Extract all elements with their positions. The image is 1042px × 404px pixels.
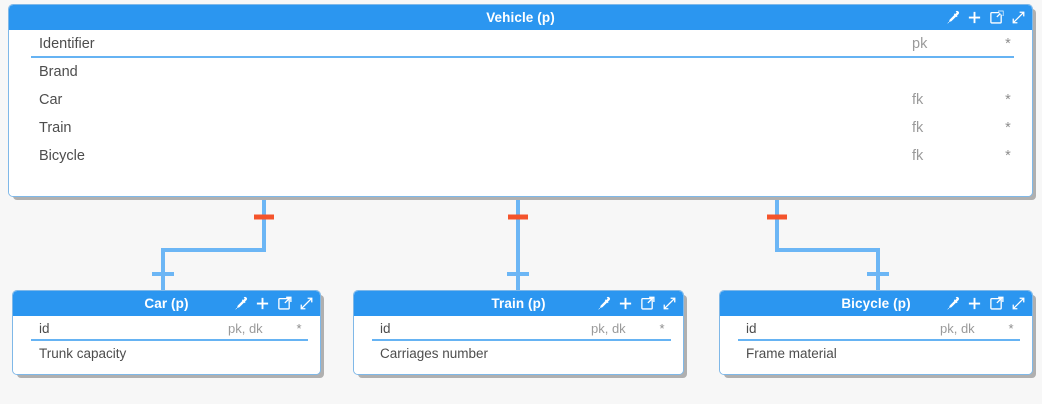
entity-train[interactable]: Train (p) <box>353 290 684 375</box>
entity-title-bicycle: Bicycle (p) <box>841 295 911 311</box>
entity-title-car: Car (p) <box>144 295 189 311</box>
expand-icon[interactable] <box>1011 296 1026 311</box>
entity-body-train: id pk, dk * Carriages number <box>354 316 683 374</box>
entity-header-train[interactable]: Train (p) <box>354 291 683 316</box>
plus-icon[interactable] <box>967 296 982 311</box>
attribute-row[interactable]: Carriages number <box>354 341 683 366</box>
plus-icon[interactable] <box>255 296 270 311</box>
eyedropper-icon[interactable] <box>945 10 960 25</box>
connector-vehicle-train[interactable] <box>507 197 529 292</box>
entity-header-bicycle[interactable]: Bicycle (p) <box>720 291 1032 316</box>
attribute-key: fk <box>912 92 924 108</box>
eyedropper-icon[interactable] <box>945 296 960 311</box>
entity-toolbar-bicycle <box>945 291 1026 316</box>
attribute-key: pk <box>912 36 928 52</box>
attribute-name: Brand <box>39 64 78 80</box>
entity-vehicle[interactable]: Vehicle (p) <box>8 4 1033 197</box>
expand-icon[interactable] <box>1011 10 1026 25</box>
entity-spacer <box>13 366 320 374</box>
eyedropper-icon[interactable] <box>596 296 611 311</box>
expand-icon[interactable] <box>662 296 677 311</box>
entity-title-train: Train (p) <box>491 295 546 311</box>
attribute-name: Trunk capacity <box>39 346 127 361</box>
attribute-mandatory: * <box>296 321 302 336</box>
entity-header-car[interactable]: Car (p) <box>13 291 320 316</box>
attribute-mandatory: * <box>1008 321 1014 336</box>
attribute-row[interactable]: Identifier pk * <box>9 30 1032 58</box>
entity-toolbar-car <box>233 291 314 316</box>
attribute-name: Identifier <box>39 36 95 52</box>
attribute-mandatory: * <box>1005 35 1011 52</box>
entity-body-car: id pk, dk * Trunk capacity <box>13 316 320 374</box>
eyedropper-icon[interactable] <box>233 296 248 311</box>
attribute-name: Carriages number <box>380 346 489 361</box>
attribute-row[interactable]: Frame material <box>720 341 1032 366</box>
attribute-mandatory: * <box>1005 147 1011 164</box>
attribute-mandatory: * <box>1005 119 1011 136</box>
attribute-name: Car <box>39 92 63 108</box>
attribute-row[interactable]: id pk, dk * <box>13 316 320 341</box>
plus-icon[interactable] <box>967 10 982 25</box>
attribute-mandatory: * <box>659 321 665 336</box>
attribute-name: id <box>380 321 391 336</box>
attribute-name: Bicycle <box>39 148 85 164</box>
entity-spacer <box>720 366 1032 374</box>
connector-vehicle-car[interactable] <box>152 197 274 292</box>
attribute-row[interactable]: id pk, dk * <box>720 316 1032 341</box>
entity-toolbar-train <box>596 291 677 316</box>
entity-car[interactable]: Car (p) <box>12 290 321 375</box>
entity-spacer <box>354 366 683 374</box>
attribute-key: fk <box>912 148 924 164</box>
entity-bicycle[interactable]: Bicycle (p) <box>719 290 1033 375</box>
attribute-mandatory: * <box>1005 91 1011 108</box>
attribute-key: pk, dk <box>940 321 975 336</box>
attribute-name: Frame material <box>746 346 837 361</box>
open-in-new-icon[interactable] <box>277 296 292 311</box>
entity-body-bicycle: id pk, dk * Frame material <box>720 316 1032 374</box>
attribute-row[interactable]: Brand <box>9 58 1032 86</box>
attribute-row[interactable]: Car fk * <box>9 86 1032 114</box>
entity-title-vehicle: Vehicle (p) <box>486 9 555 25</box>
open-in-new-icon[interactable] <box>989 10 1004 25</box>
entity-body-vehicle: Identifier pk * Brand Car fk * Train fk … <box>9 30 1032 196</box>
connector-vehicle-bicycle[interactable] <box>767 197 889 292</box>
attribute-row[interactable]: id pk, dk * <box>354 316 683 341</box>
entity-toolbar-vehicle <box>945 5 1026 30</box>
open-in-new-icon[interactable] <box>640 296 655 311</box>
attribute-key: pk, dk <box>228 321 263 336</box>
attribute-name: Train <box>39 120 72 136</box>
attribute-row[interactable]: Trunk capacity <box>13 341 320 366</box>
entity-spacer <box>9 170 1032 196</box>
attribute-row[interactable]: Bicycle fk * <box>9 142 1032 170</box>
attribute-row[interactable]: Train fk * <box>9 114 1032 142</box>
entity-header-vehicle[interactable]: Vehicle (p) <box>9 5 1032 30</box>
plus-icon[interactable] <box>618 296 633 311</box>
attribute-name: id <box>746 321 757 336</box>
attribute-key: fk <box>912 120 924 136</box>
attribute-name: id <box>39 321 50 336</box>
open-in-new-icon[interactable] <box>989 296 1004 311</box>
expand-icon[interactable] <box>299 296 314 311</box>
attribute-key: pk, dk <box>591 321 626 336</box>
